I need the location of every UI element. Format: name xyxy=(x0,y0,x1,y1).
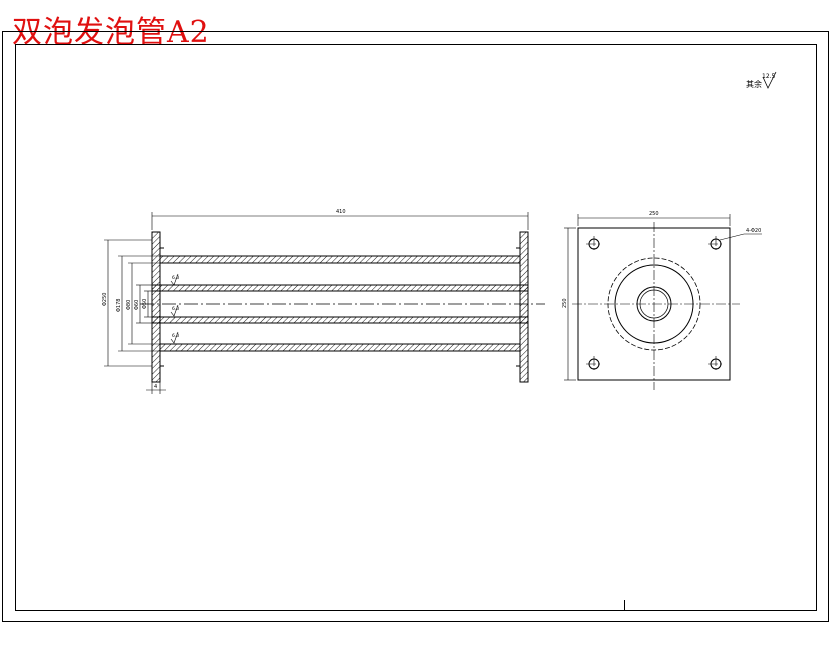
housing-bottom-wall xyxy=(159,343,521,352)
front-view-section xyxy=(151,231,529,383)
dim-flange-thickness: 4 xyxy=(154,384,157,390)
dim-plate-width: 250 xyxy=(649,211,659,217)
roughness-mark-icon xyxy=(170,273,179,286)
side-view-dimension-text: 250 250 4-Φ20 xyxy=(562,211,761,308)
dim-bolt-holes: 4-Φ20 xyxy=(746,228,761,234)
dim-plate-height: 250 xyxy=(562,298,568,308)
surface-roughness-note: 其余 12.5 xyxy=(746,71,777,89)
roughness-symbol-icon xyxy=(762,71,777,89)
housing-top-wall xyxy=(159,255,521,264)
right-flange xyxy=(519,231,529,383)
surface-note-label: 其余 xyxy=(746,79,762,89)
roughness-mark-icon xyxy=(170,304,179,317)
roughness-value-1: 6.3 xyxy=(172,275,179,281)
dim-pipe: Φ80 xyxy=(126,300,132,310)
left-flange xyxy=(151,231,161,383)
side-view-dimensions xyxy=(564,214,762,381)
outer-frame xyxy=(2,31,829,622)
inner-pipe-top-wall xyxy=(151,284,529,292)
roughness-mark-icon xyxy=(170,331,179,344)
roughness-value-2: 6.3 xyxy=(172,306,179,312)
dim-bore: Φ60 xyxy=(134,300,140,310)
front-view-dimensions xyxy=(104,212,529,394)
inner-pipe-bottom-wall xyxy=(151,316,529,324)
roughness-value-3: 6.3 xyxy=(172,333,179,339)
dim-inner: Φ50 xyxy=(142,299,148,309)
inner-frame xyxy=(15,44,817,611)
dim-housing: Φ178 xyxy=(116,299,122,312)
section-roughness-marks: 6.3 6.3 6.3 xyxy=(170,273,179,344)
dim-flange-outer: Φ250 xyxy=(102,293,108,306)
side-view-centerlines xyxy=(572,222,740,390)
front-view-dimension-text: 410 Φ250 Φ178 Φ80 Φ60 Φ50 4 xyxy=(102,209,346,390)
surface-note-roughness: 12.5 xyxy=(762,73,776,80)
dim-overall-length: 410 xyxy=(336,209,346,215)
